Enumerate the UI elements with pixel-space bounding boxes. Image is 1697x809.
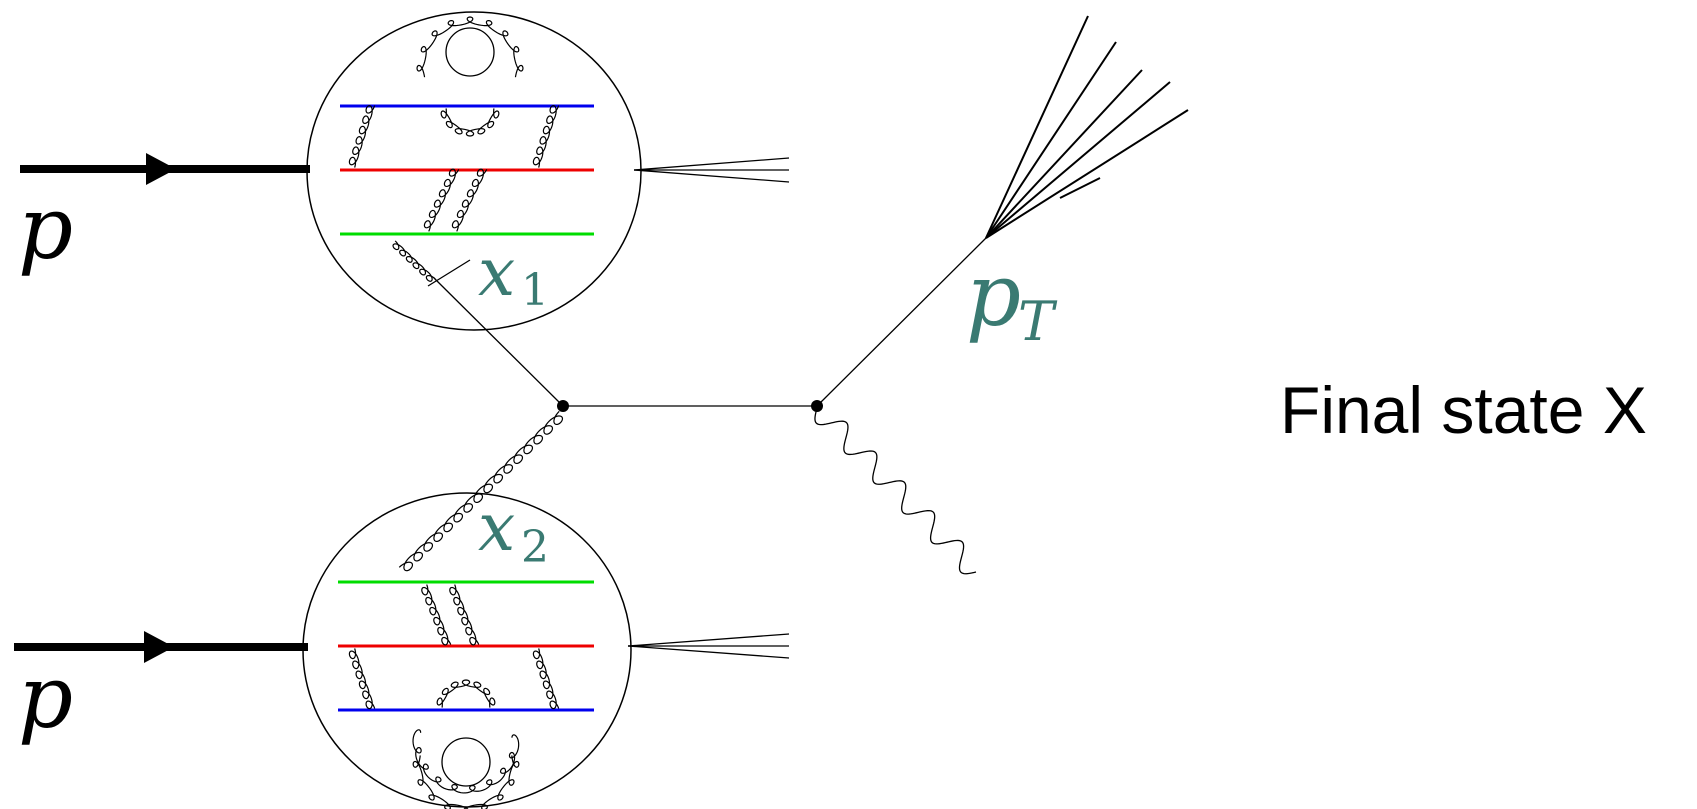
x1-label-pointer bbox=[427, 259, 471, 287]
proton-remnant-top bbox=[633, 157, 790, 183]
incoming-proton-top bbox=[20, 153, 310, 185]
vertex-left bbox=[557, 400, 569, 412]
jet-line bbox=[816, 237, 987, 407]
vacuum-loop-bottom bbox=[441, 737, 491, 787]
pt-label: p T bbox=[966, 246, 1058, 353]
gluon-coil bbox=[421, 584, 452, 646]
incoming-proton-bottom bbox=[14, 631, 308, 663]
x2-label: x 2 bbox=[478, 489, 549, 573]
jet-spray bbox=[985, 15, 1189, 239]
parton-line-x1 bbox=[433, 277, 564, 407]
gluon-coil bbox=[532, 105, 560, 168]
photon-line bbox=[814, 407, 977, 575]
proton-label-top: p bbox=[18, 179, 73, 279]
quark-lines-bottom bbox=[338, 580, 594, 712]
svg-text:p: p bbox=[966, 246, 1021, 346]
quark-lines-top bbox=[340, 104, 594, 236]
final-state-label: Final state X bbox=[1280, 373, 1647, 447]
gluon-coil bbox=[436, 679, 496, 708]
vertex-right bbox=[811, 400, 823, 412]
gluon-coil bbox=[348, 105, 376, 168]
gluon-coil bbox=[449, 584, 480, 646]
gluon-coil bbox=[412, 729, 520, 794]
gluon-coil bbox=[348, 648, 376, 710]
proton-remnant-bottom bbox=[627, 633, 790, 659]
svg-text:T: T bbox=[1018, 290, 1058, 353]
gluon-coil bbox=[532, 648, 560, 710]
vacuum-loop-top bbox=[445, 27, 495, 77]
gluon-coil bbox=[398, 410, 564, 572]
svg-text:x: x bbox=[478, 489, 515, 566]
svg-text:x: x bbox=[478, 234, 515, 311]
proton-label-bottom: p bbox=[18, 648, 73, 748]
svg-text:1: 1 bbox=[521, 265, 549, 316]
gluon-coil bbox=[416, 16, 524, 78]
gluon-coil bbox=[412, 755, 520, 809]
gluon-coil bbox=[451, 168, 488, 232]
x1-label: x 1 bbox=[478, 234, 549, 316]
gluon-lines bbox=[348, 16, 564, 809]
proton-circle-bottom bbox=[302, 492, 632, 808]
gluon-coil bbox=[440, 108, 500, 137]
svg-text:2: 2 bbox=[521, 522, 549, 573]
gluon-coil bbox=[392, 240, 436, 282]
gluon-coil bbox=[423, 168, 460, 232]
